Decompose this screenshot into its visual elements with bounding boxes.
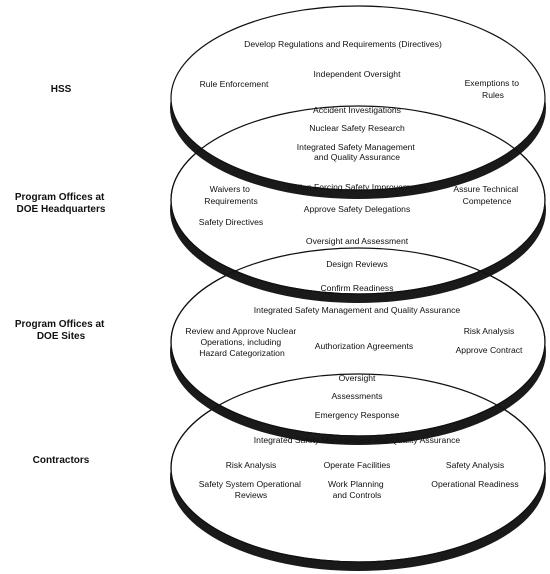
overlap3-item-oversight: Oversight — [339, 373, 376, 383]
contractors-item-work-planning: Work Planning and Controls — [328, 479, 386, 500]
disc-doe-sites — [170, 247, 546, 445]
overlap1-item-accident-investigations: Accident Investigations — [313, 105, 401, 115]
overlap2-item-design-reviews: Design Reviews — [326, 259, 388, 269]
disc-hss — [170, 5, 546, 199]
sites-item-risk-analysis: Risk Analysis — [464, 326, 515, 336]
sites-item-ism-qa: Integrated Safety Management and Quality… — [254, 305, 461, 315]
hss-item-rule-enforcement: Rule Enforcement — [200, 79, 269, 89]
sites-item-review-approve: Review and Approve Nuclear Operations, i… — [185, 326, 298, 358]
contractors-item-risk-analysis: Risk Analysis — [226, 460, 277, 470]
sites-item-authorization-agreements: Authorization Agreements — [315, 341, 413, 351]
overlap1-item-ism-qa: Integrated Safety Management and Quality… — [297, 142, 417, 162]
hss-item-independent-oversight: Independent Oversight — [314, 69, 402, 79]
level-label-sites: Program Offices at DOE Sites — [15, 319, 107, 342]
hq-item-assure-competence: Assure Technical Competence — [453, 184, 520, 206]
contractors-item-operate-facilities: Operate Facilities — [324, 460, 391, 470]
level-label-contractors: Contractors — [33, 455, 90, 466]
overlap-outline-headquarters — [170, 105, 546, 295]
overlap-outline-contractors — [170, 373, 546, 563]
overlap2-item-oversight-assessment: Oversight and Assessment — [306, 236, 409, 246]
contractors-item-safety-analysis: Safety Analysis — [446, 460, 504, 470]
hq-item-waivers: Waivers to Requirements — [204, 184, 258, 206]
overlap-outline-sites — [170, 247, 546, 437]
hss-item-exemptions: Exemptions to Rules — [465, 78, 522, 100]
hq-item-action-forcing: Action Forcing Safety Improvements — [288, 182, 427, 192]
overlap1-item-nuclear-safety-research: Nuclear Safety Research — [309, 123, 405, 133]
sites-item-approve-contract: Approve Contract — [456, 345, 523, 355]
hq-item-approve-delegations: Approve Safety Delegations — [304, 204, 411, 214]
disc-face — [170, 5, 546, 191]
level-label-hss: HSS — [51, 84, 72, 95]
contractors-item-ism-qa: Integrated Safety Management and Quality… — [254, 435, 461, 445]
contractors-item-safety-system-reviews: Safety System Operational Reviews — [199, 479, 304, 500]
overlap3-item-assessments: Assessments — [331, 391, 382, 401]
level-label-headquarters: Program Offices at DOE Headquarters — [15, 192, 107, 215]
hq-item-safety-directives: Safety Directives — [199, 217, 263, 227]
overlap2-item-confirm-readiness: Confirm Readiness — [320, 283, 393, 293]
hss-item-develop-regulations: Develop Regulations and Requirements (Di… — [244, 39, 442, 49]
contractors-item-operational-readiness: Operational Readiness — [431, 479, 518, 489]
overlap3-item-emergency-response: Emergency Response — [315, 410, 400, 420]
